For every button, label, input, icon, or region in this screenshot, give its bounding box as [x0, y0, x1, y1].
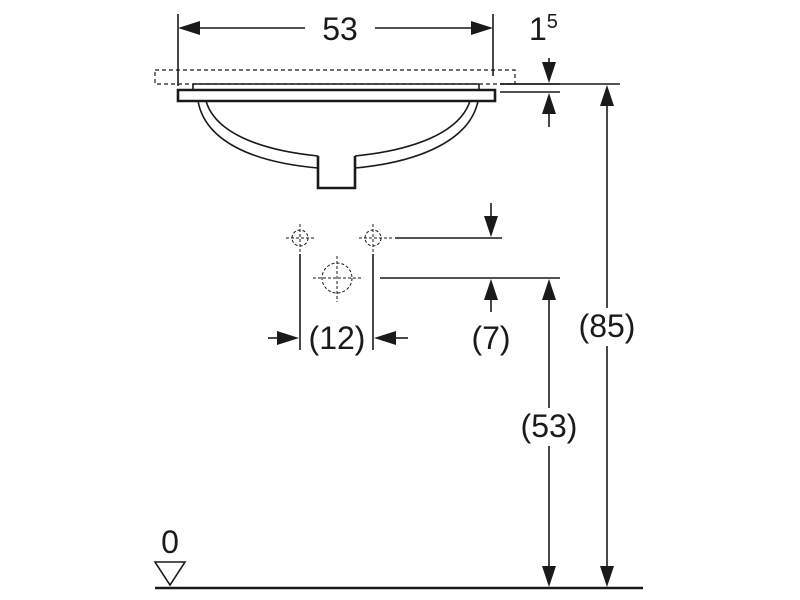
basin-width-label: 53: [322, 11, 358, 47]
arrow-down: [600, 566, 614, 587]
drain-spacing-label: (12): [309, 320, 366, 356]
arrow-up: [484, 279, 498, 300]
water-connection-right: [359, 224, 393, 252]
arrow-right: [471, 21, 493, 35]
drain-offset-dimension: (7): [380, 203, 560, 356]
arrow-right: [277, 331, 299, 345]
drain-outlet: [316, 156, 357, 190]
level-marker-icon: [153, 561, 187, 587]
arrow-down: [542, 62, 556, 83]
arrow-up: [542, 93, 556, 114]
arrow-up: [600, 85, 614, 106]
arrow-up: [542, 279, 556, 300]
arrow-left: [374, 331, 396, 345]
arrow-left: [178, 21, 200, 35]
basin-width-dimension: 53: [177, 11, 494, 86]
arrow-down: [542, 566, 556, 587]
rim-height-dimension: (85): [500, 83, 636, 587]
rim-thickness-dimension: 15: [500, 11, 560, 127]
rim-height-label: (85): [579, 308, 636, 344]
drain-height-label: (53): [521, 408, 578, 444]
drain-spacing-dimension: (12): [268, 254, 408, 356]
rim-thickness-base: 1: [529, 11, 547, 47]
rim-thickness-superscript: 5: [547, 11, 558, 33]
drain-height-dimension: (53): [521, 279, 578, 587]
water-connection-left: [286, 224, 314, 252]
countertop-outline: [154, 69, 516, 85]
basin-bowl: [197, 100, 479, 169]
drain-connection: [313, 256, 361, 302]
floor-level-label: 0: [161, 524, 179, 560]
basin-rim: [176, 83, 497, 103]
rim-thickness-label: 15: [529, 11, 558, 47]
floor-level: 0: [153, 524, 643, 590]
arrow-down: [484, 216, 498, 237]
drain-offset-label: (7): [471, 320, 510, 356]
